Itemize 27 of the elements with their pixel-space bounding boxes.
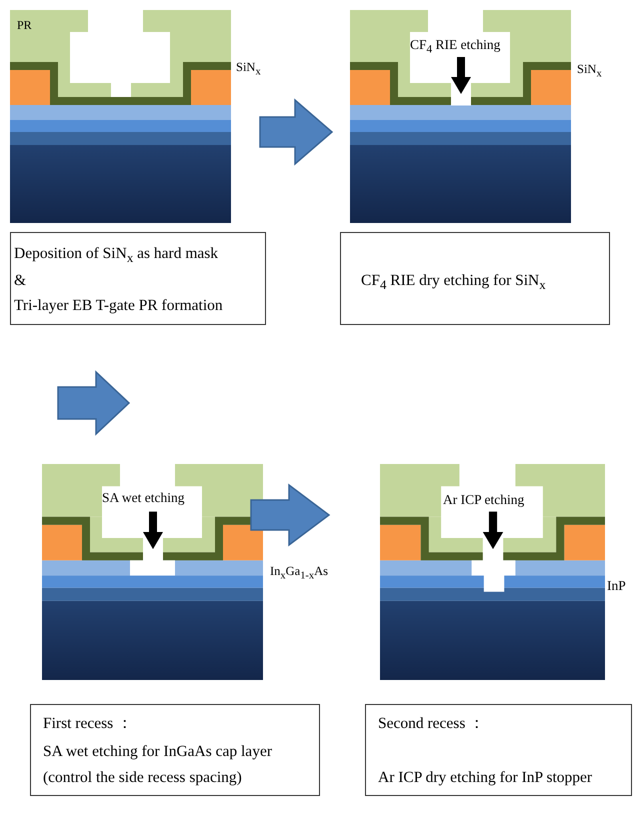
- step-description: Deposition of SiN$_{x}$ as hard mask: [14, 244, 218, 268]
- layer-label: In$_{x}$Ga$_{1-x}$As: [270, 563, 328, 584]
- step-description: Ar ICP dry etching for InP stopper: [378, 768, 592, 788]
- block-arrow: [250, 484, 330, 546]
- step-description: Tri-layer EB T-gate PR formation: [14, 296, 223, 316]
- layer-label: SiN$_{x}$: [577, 61, 602, 82]
- step-description: CF$_{4}$ RIE dry etching for SiN$_{x}$: [361, 271, 546, 294]
- step-description: (control the side recess spacing): [43, 768, 242, 788]
- block-arrow: [259, 98, 334, 166]
- step-heading: Second recess ：: [378, 714, 486, 734]
- step-description: &: [14, 271, 26, 291]
- cross-section-drawing: [350, 10, 571, 223]
- caption-box: [30, 704, 320, 796]
- layer-label: InP: [607, 578, 626, 594]
- etch-step-label: SA wet etching: [102, 490, 184, 506]
- layer-label: SiN$_{x}$: [236, 59, 261, 80]
- cross-section-drawing: [380, 464, 605, 680]
- cross-section-drawing: [42, 464, 263, 680]
- step-description: SA wet etching for InGaAs cap layer: [43, 742, 272, 762]
- caption-box: [365, 704, 632, 796]
- caption-box: [340, 232, 610, 325]
- step-heading: First recess ：: [43, 714, 134, 734]
- etch-step-label: Ar ICP etching: [443, 492, 524, 508]
- caption-box: [10, 232, 266, 325]
- cross-section-drawing: [10, 10, 231, 223]
- etch-step-label: CF$_{4}$ RIE etching: [410, 37, 500, 58]
- layer-label: PR: [17, 17, 32, 33]
